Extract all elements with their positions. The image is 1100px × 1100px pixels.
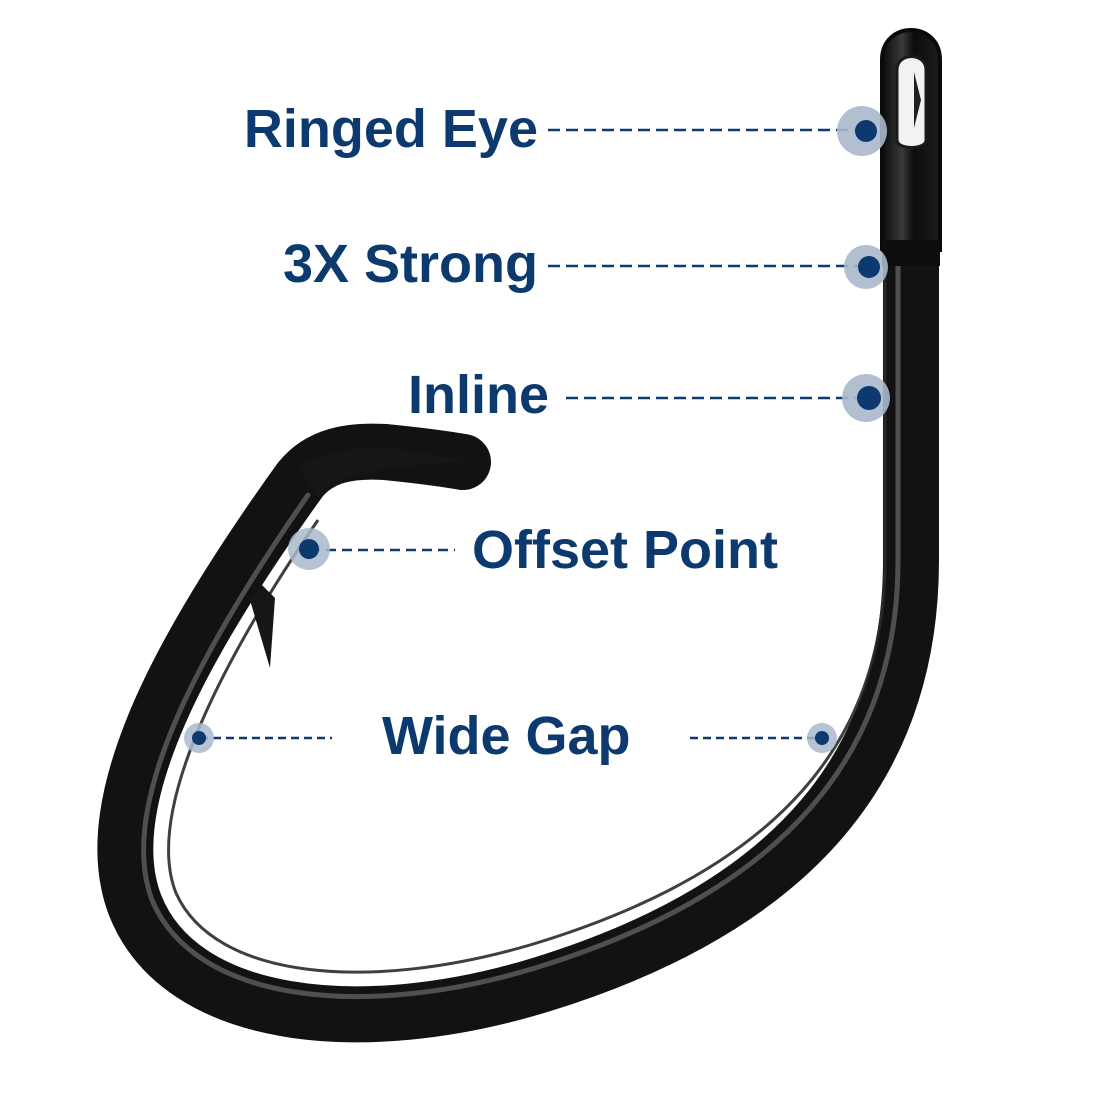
hook-point	[300, 447, 466, 498]
label-3x-strong: 3X Strong	[282, 234, 538, 294]
eye-collar	[882, 240, 940, 266]
label-ringed-eye: Ringed Eye	[243, 99, 538, 159]
marker-wide-gap-left	[184, 723, 214, 753]
label-offset-point: Offset Point	[472, 520, 778, 580]
marker-ringed-eye	[837, 106, 887, 156]
label-wide-gap: Wide Gap	[382, 706, 631, 766]
marker-strong	[844, 245, 888, 289]
marker-wide-gap-right	[807, 723, 837, 753]
hook-highlight	[141, 77, 901, 1000]
hook-barb	[250, 585, 275, 668]
marker-inline	[842, 374, 890, 422]
eye-opening	[895, 55, 928, 149]
label-inline: Inline	[407, 365, 549, 425]
eye-glint	[914, 72, 921, 128]
marker-offset-point	[288, 528, 330, 570]
